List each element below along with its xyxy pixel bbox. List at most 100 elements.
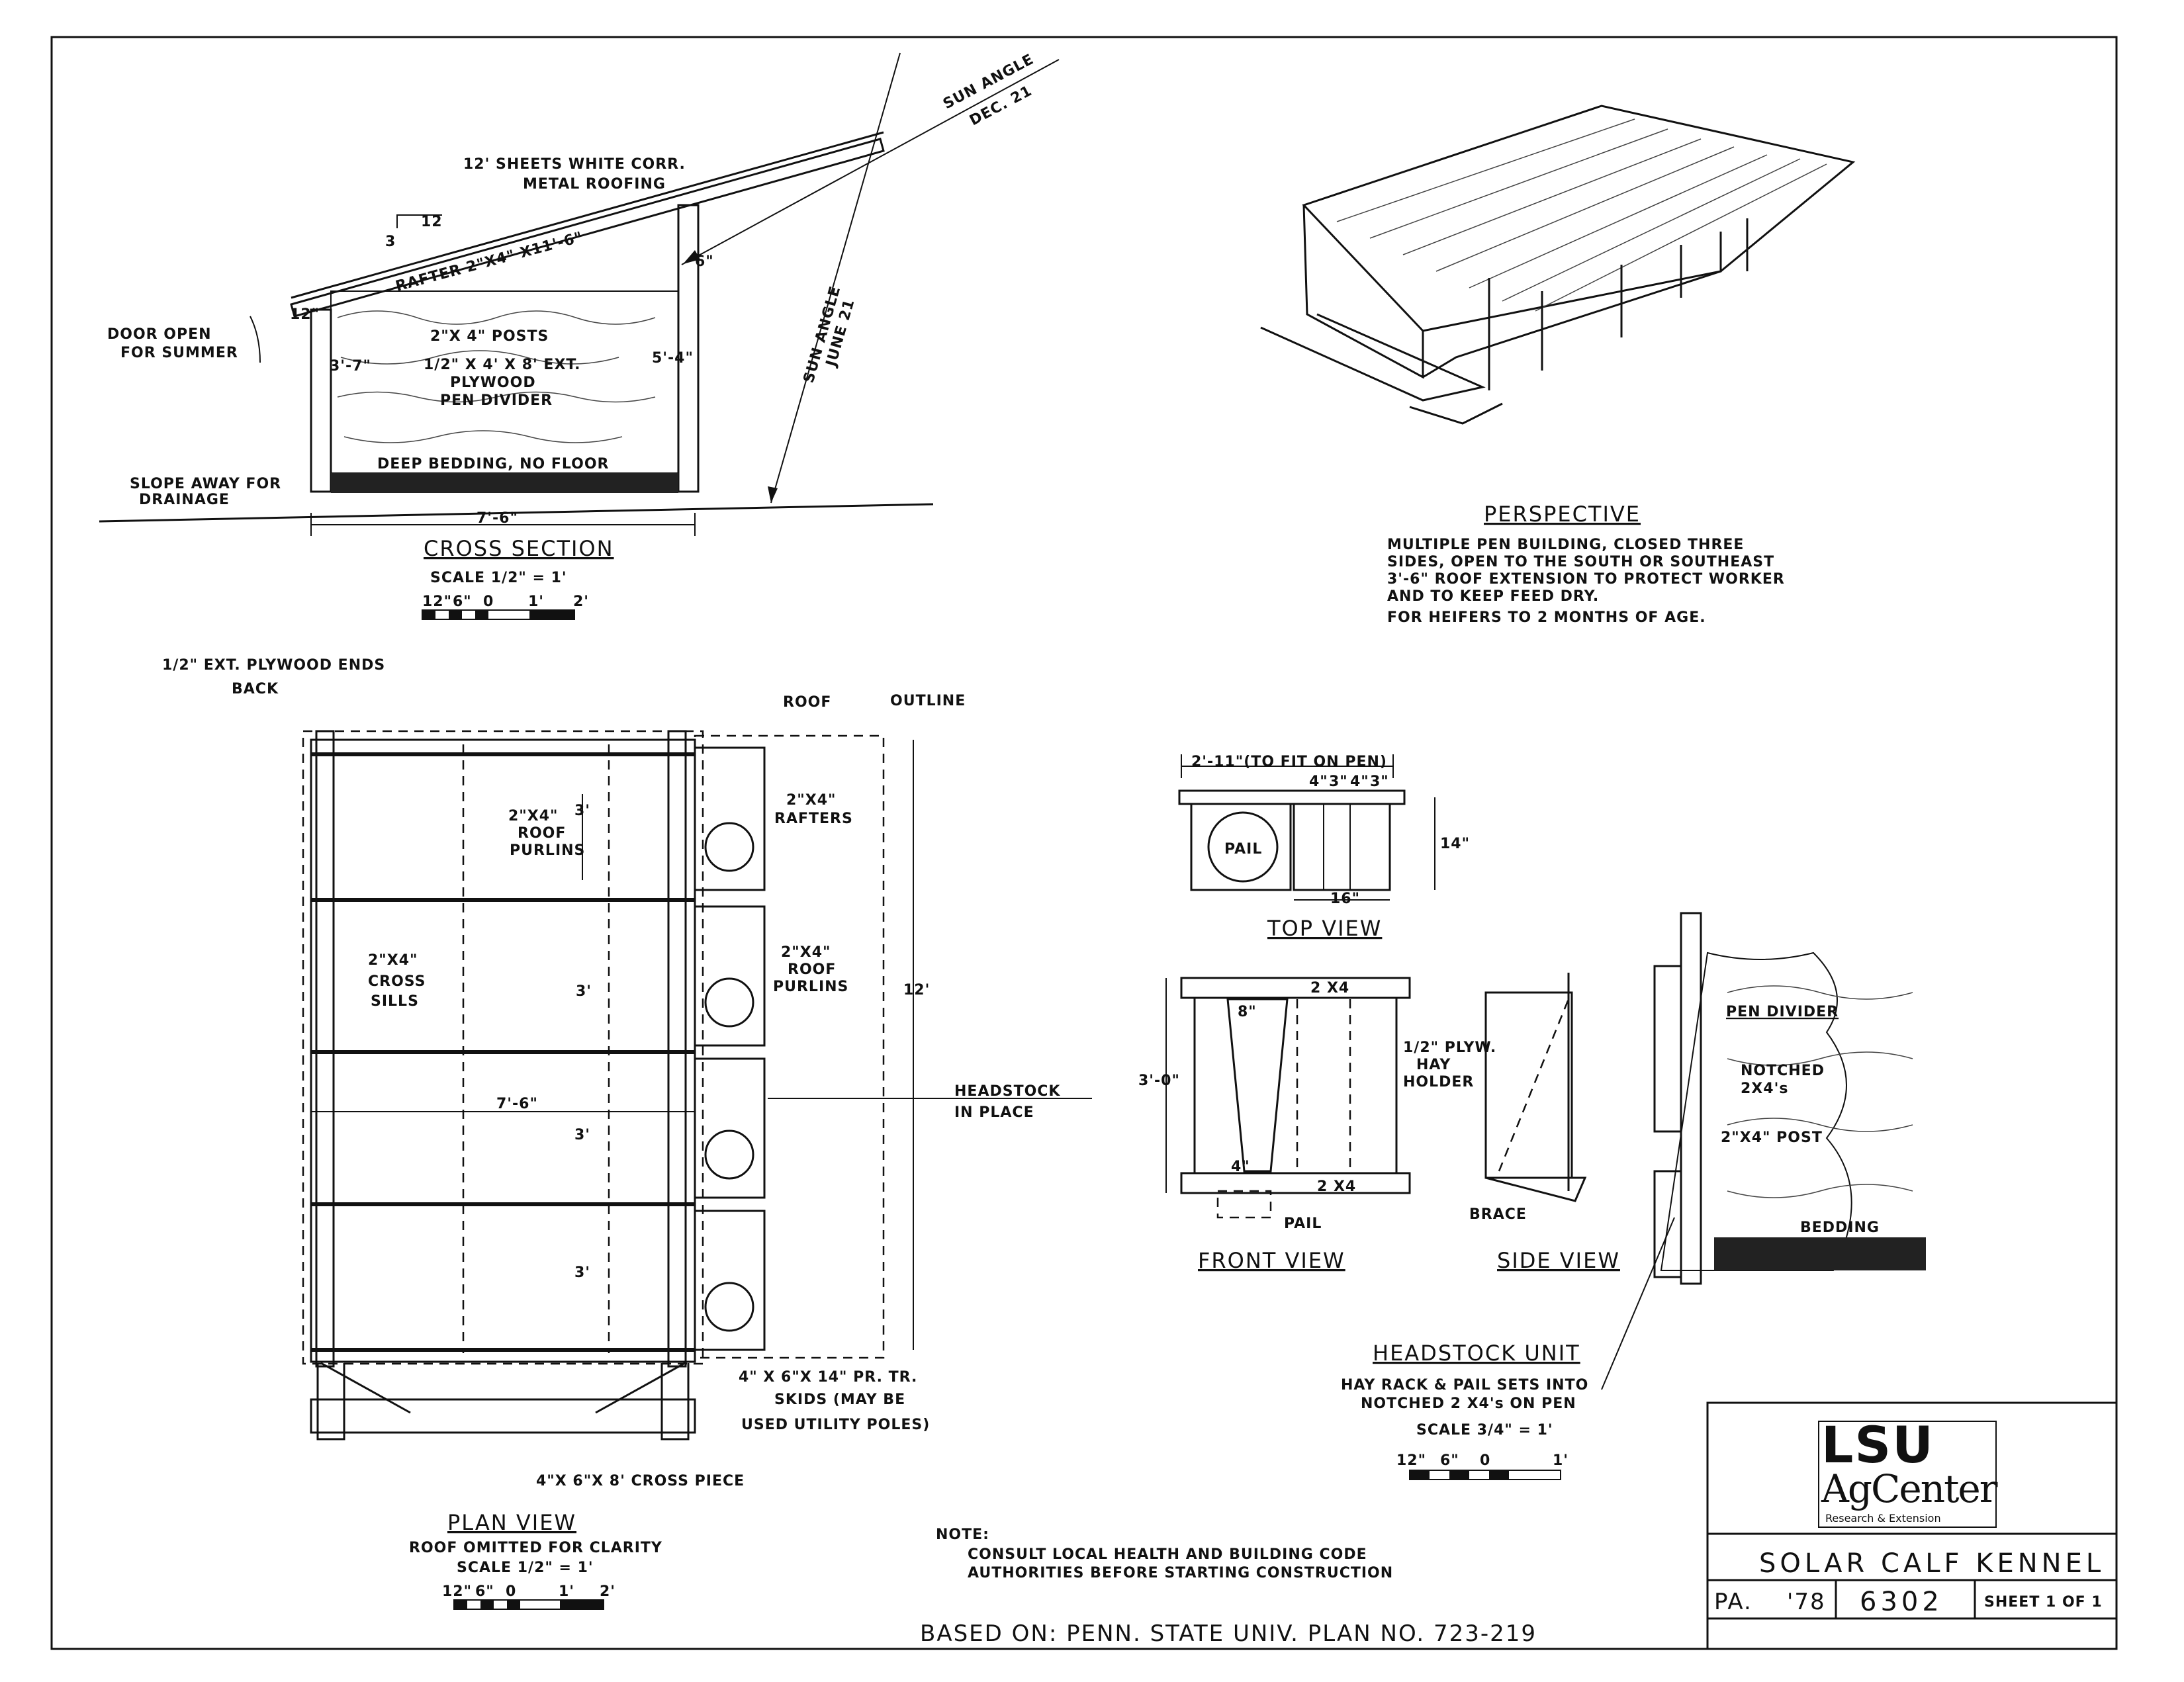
cs-roofing-2: METAL ROOFING xyxy=(523,176,666,193)
note-line-1: CONSULT LOCAL HEALTH AND BUILDING CODE xyxy=(968,1546,1367,1563)
tv-pail: PAIL xyxy=(1224,841,1262,858)
cs-dim-37: 3'-7" xyxy=(330,358,371,375)
pv-purlins-r1: 2"X4" xyxy=(781,944,831,961)
pv-dim-12: 12' xyxy=(903,982,930,998)
pv-scale-12: 12" xyxy=(442,1583,472,1600)
cross-section-scale: SCALE 1/2" = 1' xyxy=(430,570,567,586)
footer-based-on: BASED ON: PENN. STATE UNIV. PLAN NO. 723… xyxy=(920,1620,1537,1647)
pd-notched-2: 2X4's xyxy=(1741,1081,1788,1097)
pv-purlins-1: 2"X4" xyxy=(508,808,559,824)
cs-scale-12: 12" xyxy=(422,594,452,610)
sv-brace: BRACE xyxy=(1469,1206,1527,1223)
pv-headstock-2: IN PLACE xyxy=(954,1104,1034,1121)
perspective-title: PERSPECTIVE xyxy=(1484,502,1641,527)
front-view-drawing xyxy=(1165,977,1411,1219)
pv-purlins-2: ROOF xyxy=(518,825,566,842)
sv-hay-3: HOLDER xyxy=(1403,1074,1474,1090)
tv-dim-14: 14" xyxy=(1440,836,1470,852)
pd-notched-1: NOTCHED xyxy=(1741,1063,1825,1079)
plan-view-title: PLAN VIEW xyxy=(447,1510,576,1535)
headstock-scale-bar xyxy=(1409,1470,1561,1480)
pv-scale-1: 1' xyxy=(559,1583,574,1600)
pv-purlins-r2: ROOF xyxy=(788,961,836,978)
cs-slope-1: SLOPE AWAY FOR xyxy=(130,476,281,492)
cs-width: 7'-6" xyxy=(477,510,518,527)
cs-pitch-run: 12 xyxy=(421,214,443,230)
plan-view-subtitle: ROOF OMITTED FOR CLARITY xyxy=(409,1540,662,1556)
fv-2x4-bot: 2 X4 xyxy=(1317,1178,1356,1195)
cross-section-title: CROSS SECTION xyxy=(424,536,614,561)
pv-outline: OUTLINE xyxy=(890,693,966,709)
fv-pail: PAIL xyxy=(1284,1216,1322,1232)
perspective-note-4: AND TO KEEP FEED DRY. xyxy=(1387,588,1599,605)
tv-dim-4b: 4" xyxy=(1350,774,1369,790)
perspective-drawing xyxy=(1260,105,1856,425)
side-view-drawing xyxy=(1484,973,1587,1202)
pv-dim-3c: 3' xyxy=(574,1127,590,1143)
plan-view-scale-bar xyxy=(453,1599,604,1610)
logo-agcenter: AgCenter xyxy=(1821,1466,1998,1511)
pv-skids-3: USED UTILITY POLES) xyxy=(741,1417,930,1433)
fv-dim-4: 4" xyxy=(1231,1159,1250,1175)
pv-sills-3: SILLS xyxy=(371,993,419,1010)
fv-dim-8: 8" xyxy=(1238,1004,1257,1020)
pd-bedding: BEDDING xyxy=(1800,1219,1880,1236)
drawing-title: SOLAR CALF KENNEL xyxy=(1759,1548,2105,1579)
plan-view-drawing xyxy=(302,730,1092,1440)
cs-dim-6: 6" xyxy=(695,253,714,270)
headstock-scale: SCALE 3/4" = 1' xyxy=(1416,1422,1553,1439)
tv-dim-16: 16" xyxy=(1330,891,1360,907)
tv-dim-4a: 4" xyxy=(1309,774,1328,790)
pd-pen-divider: PEN DIVIDER xyxy=(1726,1004,1839,1020)
note-line-2: AUTHORITIES BEFORE STARTING CONSTRUCTION xyxy=(968,1565,1393,1581)
title-plan-number: 6302 xyxy=(1860,1587,1943,1617)
sheet-border xyxy=(50,36,2118,1650)
fv-dim-30: 3'-0" xyxy=(1138,1073,1180,1089)
cross-section-scale-bar xyxy=(422,609,575,620)
cs-door-2: FOR SUMMER xyxy=(120,345,238,361)
pv-rafters-2: RAFTERS xyxy=(774,811,853,827)
title-sheet: SHEET 1 OF 1 xyxy=(1984,1594,2103,1611)
pen-detail-drawing xyxy=(1601,912,1926,1390)
headstock-title: HEADSTOCK UNIT xyxy=(1373,1341,1580,1366)
logo-research: Research & Extension xyxy=(1825,1512,1941,1525)
pv-scale-0: 0 xyxy=(506,1583,516,1600)
pd-post: 2"X4" POST xyxy=(1721,1129,1823,1146)
pv-sills-1: 2"X4" xyxy=(368,952,418,969)
fv-2x4-top: 2 X4 xyxy=(1310,980,1349,996)
perspective-note-5: FOR HEIFERS TO 2 MONTHS OF AGE. xyxy=(1387,609,1706,626)
pv-ends: 1/2" EXT. PLYWOOD ENDS xyxy=(162,657,385,674)
perspective-note-3: 3'-6" ROOF EXTENSION TO PROTECT WORKER xyxy=(1387,571,1785,588)
cs-pitch-rise: 3 xyxy=(385,234,396,250)
hs-scale-12: 12" xyxy=(1396,1452,1426,1469)
cs-scale-1: 1' xyxy=(528,594,544,610)
pv-skids-2: SKIDS (MAY BE xyxy=(774,1392,905,1408)
hs-scale-0: 0 xyxy=(1480,1452,1490,1469)
pv-crosspiece: 4"X 6"X 8' CROSS PIECE xyxy=(536,1473,745,1489)
pv-skids-1: 4" X 6"X 14" PR. TR. xyxy=(739,1369,917,1386)
pv-scale-2: 2' xyxy=(600,1583,615,1600)
hs-scale-1: 1' xyxy=(1553,1452,1569,1469)
sv-hay-2: HAY xyxy=(1416,1057,1451,1073)
hs-scale-6: 6" xyxy=(1440,1452,1459,1469)
cs-dim-54: 5'-4" xyxy=(652,350,694,367)
sv-hay-1: 1/2" PLYW. xyxy=(1403,1040,1496,1056)
cs-door-1: DOOR OPEN xyxy=(107,326,212,343)
title-year: '78 xyxy=(1787,1589,1826,1615)
perspective-note-2: SIDES, OPEN TO THE SOUTH OR SOUTHEAST xyxy=(1387,554,1774,570)
cs-scale-2: 2' xyxy=(573,594,589,610)
pv-dim-3b: 3' xyxy=(576,983,592,1000)
cs-dim-12: 12" xyxy=(290,306,320,323)
pv-roof: ROOF xyxy=(783,694,831,711)
cross-section-drawing xyxy=(99,52,1060,536)
pv-scale-6: 6" xyxy=(475,1583,494,1600)
tv-dim-3a: 3" xyxy=(1329,774,1348,790)
pv-purlins-3: PURLINS xyxy=(510,842,585,859)
title-block xyxy=(1706,1401,2118,1650)
top-view-title: TOP VIEW xyxy=(1267,916,1382,941)
pv-dim-3d: 3' xyxy=(574,1264,590,1281)
pv-headstock-1: HEADSTOCK xyxy=(954,1083,1060,1100)
headstock-desc-1: HAY RACK & PAIL SETS INTO xyxy=(1341,1377,1588,1394)
pv-back: BACK xyxy=(232,681,279,697)
